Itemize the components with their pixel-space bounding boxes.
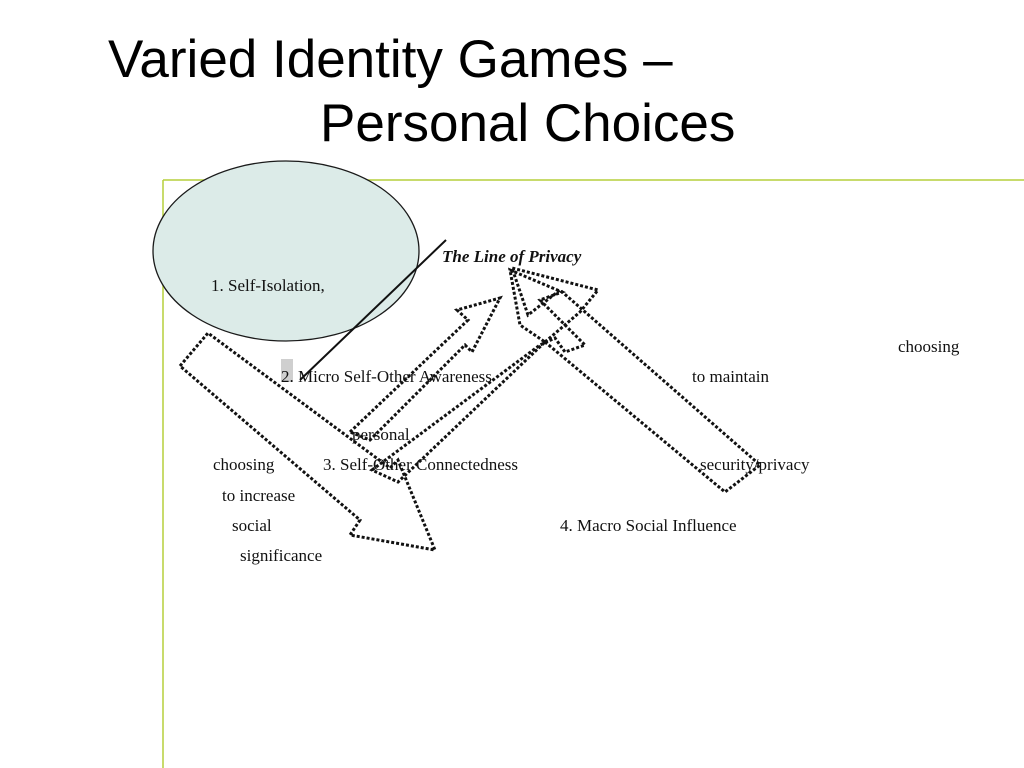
personal-label: personal (352, 425, 410, 444)
title-line-1: Varied Identity Games – (108, 30, 673, 89)
level-3-connectedness: 3. Self-Other Connectedness (323, 455, 518, 474)
left-choice-line-1: choosing (213, 455, 275, 474)
highlight-ellipse (152, 160, 420, 342)
level-2-micro-awareness: 2. Micro Self-Other Awareness (281, 367, 492, 386)
right-choice-line-2: to maintain (692, 367, 769, 386)
level-1-self-isolation: 1. Self-Isolation, (211, 276, 325, 295)
right-choice-line-1: choosing (898, 337, 960, 356)
left-choice-line-3: social (232, 516, 272, 535)
arrow-personal-up (347, 295, 503, 442)
arrow-to-increase-significance (177, 330, 438, 552)
arrow-to-maintain-security (369, 267, 588, 484)
right-choice-line-3: security/privacy (700, 455, 810, 474)
line-of-privacy (299, 239, 447, 381)
level-2-number-highlight (281, 359, 293, 382)
left-choice-line-2: to increase (222, 486, 295, 505)
arrow-security-up (509, 265, 763, 494)
title-line-2: Personal Choices (320, 94, 736, 153)
left-choice-line-4: significance (240, 546, 322, 565)
line-of-privacy-label: The Line of Privacy (442, 247, 582, 266)
slide-title: Varied Identity Games – Personal Choices (108, 28, 928, 156)
level-4-macro-influence: 4. Macro Social Influence (560, 516, 737, 535)
